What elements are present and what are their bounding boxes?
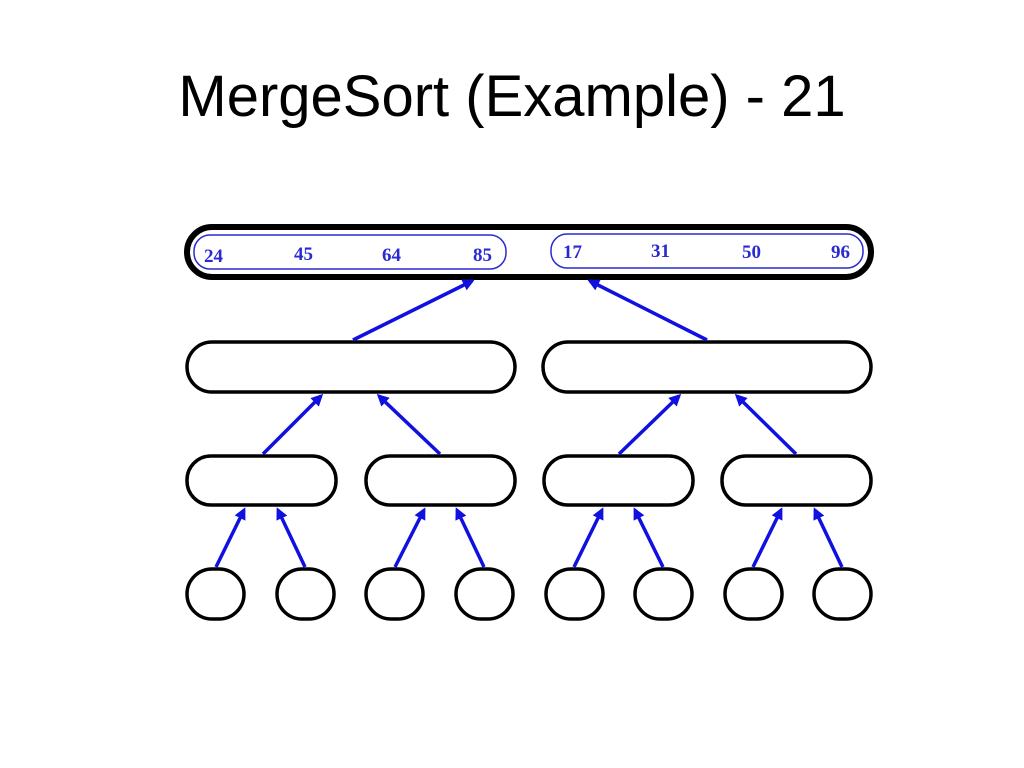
merge-arrow: [352, 279, 475, 342]
tree-leaf-node: [812, 567, 873, 621]
merge-arrow: [455, 507, 486, 568]
root-left-group: [193, 234, 507, 270]
merge-arrow: [587, 279, 708, 342]
page-title: MergeSort (Example) - 21: [178, 64, 846, 129]
root-right-value: 96: [831, 242, 850, 263]
root-left-value: 64: [382, 245, 402, 266]
merge-arrow: [393, 507, 426, 568]
tree-node-level1-left: [185, 340, 517, 394]
root-right-value: 50: [742, 242, 761, 263]
merge-arrow: [813, 507, 844, 568]
merge-arrow: [261, 393, 324, 456]
tree-leaf-node: [454, 567, 515, 621]
tree-node-level2: [185, 454, 338, 507]
merge-arrow: [276, 507, 307, 568]
merge-arrow: [751, 507, 783, 568]
tree-leaf-node: [275, 567, 336, 621]
merge-arrow: [214, 507, 246, 568]
tree-node-level2: [364, 454, 517, 507]
tree-node-level2: [542, 454, 695, 507]
root-left-value: 85: [473, 245, 492, 266]
merge-arrow: [617, 393, 682, 456]
merge-arrow: [734, 393, 798, 456]
root-right-value: 17: [563, 242, 583, 263]
tree-leaf-node: [723, 567, 784, 621]
tree-node-level1-right: [541, 340, 873, 394]
merge-arrow: [633, 507, 665, 568]
root-node: 24 45 64 85 17 31 50 96: [184, 224, 874, 280]
root-left-value: 24: [204, 246, 224, 267]
tree-leaf-node: [364, 567, 425, 621]
tree-leaf-node: [544, 567, 605, 621]
tree-node-level2: [720, 454, 873, 507]
tree-leaf-node: [633, 567, 694, 621]
tree-leaf-node: [185, 567, 246, 621]
root-right-value: 31: [651, 241, 670, 262]
root-right-group: [550, 233, 864, 269]
merge-arrow: [572, 507, 604, 568]
root-left-value: 45: [294, 244, 313, 265]
merge-arrow: [376, 393, 442, 456]
